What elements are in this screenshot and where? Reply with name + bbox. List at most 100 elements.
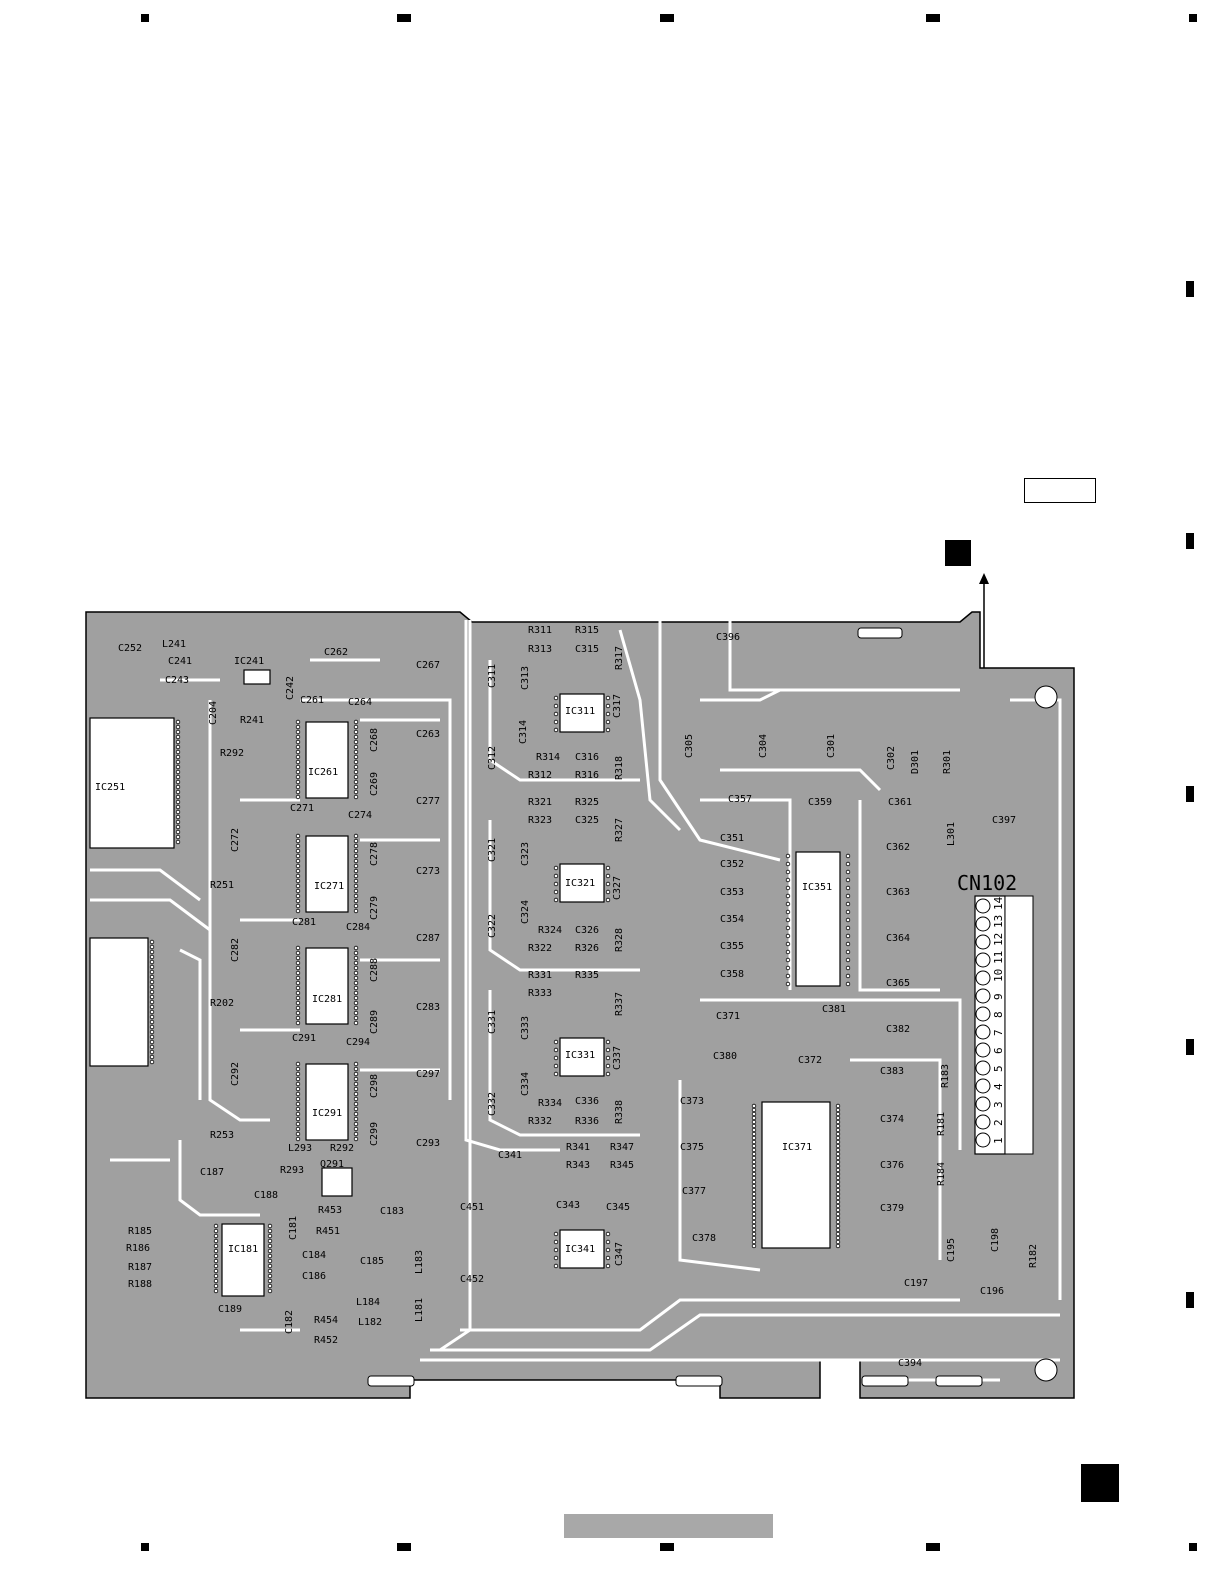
ic-pin [835, 1199, 841, 1205]
component-label: L182 [358, 1317, 382, 1328]
registration-mark [141, 14, 149, 22]
component-label: L241 [162, 639, 186, 650]
ic-pin [175, 814, 181, 820]
ic-pin [553, 711, 559, 717]
ic-label: IC291 [312, 1108, 342, 1119]
component-label: C241 [168, 656, 192, 667]
ic-pin [605, 881, 611, 887]
ic-pin [553, 865, 559, 871]
ic-pin [295, 774, 301, 780]
ic-body [305, 947, 349, 1025]
ic-pin [149, 964, 155, 970]
ic-pin [353, 980, 359, 986]
ic-pin [751, 1171, 757, 1177]
component-label: C378 [692, 1233, 716, 1244]
component-label: R251 [210, 880, 234, 891]
ic-pin [353, 724, 359, 730]
ic-pin [295, 1101, 301, 1107]
component-label: C325 [575, 815, 599, 826]
ic-pin [175, 789, 181, 795]
ic-pin [751, 1219, 757, 1225]
component-label: R452 [314, 1335, 338, 1346]
ic-pin [295, 1076, 301, 1082]
ic-pin [149, 1059, 155, 1065]
ic-pin [605, 1039, 611, 1045]
ic-label: IC351 [802, 882, 832, 893]
ic-pin [785, 957, 791, 963]
connector-pin-8: 8 [992, 1011, 1005, 1018]
ic-pin [845, 917, 851, 923]
component-label: C376 [880, 1160, 904, 1171]
ic-pin [751, 1119, 757, 1125]
ic-pin [213, 1223, 219, 1229]
ic-pin [149, 939, 155, 945]
ic-pin [553, 881, 559, 887]
ic-pin [295, 990, 301, 996]
ic-pin [751, 1239, 757, 1245]
ic-pin [149, 1039, 155, 1045]
ic-pin [353, 794, 359, 800]
ic-pin [175, 804, 181, 810]
component-label: C316 [575, 752, 599, 763]
ic-pin [353, 995, 359, 1001]
component-label: C279 [369, 896, 380, 920]
ic-pin [785, 949, 791, 955]
ic-pin [353, 985, 359, 991]
ic-pin [553, 1055, 559, 1061]
ic-pin [295, 734, 301, 740]
ic-pin [845, 853, 851, 859]
ic-pin [353, 1081, 359, 1087]
component-label: C242 [285, 676, 296, 700]
component-label: C267 [416, 660, 440, 671]
component-label: C363 [886, 887, 910, 898]
ic-pin [353, 1106, 359, 1112]
ic-pin [785, 981, 791, 987]
ic-label: IC341 [565, 1244, 595, 1255]
component-label: C334 [520, 1072, 531, 1096]
ic-pin [353, 779, 359, 785]
ic-pin [295, 1091, 301, 1097]
ic-pin [835, 1215, 841, 1221]
ic-pin [295, 739, 301, 745]
ic-pin [353, 789, 359, 795]
ic-pin [267, 1253, 273, 1259]
ic-pin [553, 727, 559, 733]
ic-pin [295, 980, 301, 986]
ic-pin [605, 1263, 611, 1269]
registration-mark [1189, 1543, 1197, 1551]
ic-pin [835, 1211, 841, 1217]
ic-body [559, 863, 605, 903]
component-label: R187 [128, 1262, 152, 1273]
ic-label: IC241 [234, 656, 264, 667]
ic-pin [295, 754, 301, 760]
ic-pin [353, 1061, 359, 1067]
component-label: C272 [230, 828, 241, 852]
ic-pin [845, 877, 851, 883]
ic-pin [353, 1010, 359, 1016]
ic-body [559, 693, 605, 733]
component-label: R333 [528, 988, 552, 999]
ic-pin [605, 1239, 611, 1245]
ic-pin [751, 1243, 757, 1249]
ic-pin [295, 764, 301, 770]
component-label: L184 [356, 1297, 380, 1308]
ic-pin [295, 794, 301, 800]
ic-pin [353, 1096, 359, 1102]
ic-pin [353, 734, 359, 740]
ic-pin [295, 848, 301, 854]
ic-pin [751, 1235, 757, 1241]
ic-pin [267, 1233, 273, 1239]
component-label: C357 [728, 794, 752, 805]
ic-pin [175, 744, 181, 750]
ic-pin [295, 729, 301, 735]
ic-pin [149, 1049, 155, 1055]
ic-label: IC321 [565, 878, 595, 889]
ic-pin [835, 1187, 841, 1193]
component-label: C364 [886, 933, 910, 944]
component-label: R188 [128, 1279, 152, 1290]
ic-pin [295, 1010, 301, 1016]
component-label: C397 [992, 815, 1016, 826]
ic-pin [751, 1159, 757, 1165]
ic-pin [751, 1111, 757, 1117]
component-label: C359 [808, 797, 832, 808]
